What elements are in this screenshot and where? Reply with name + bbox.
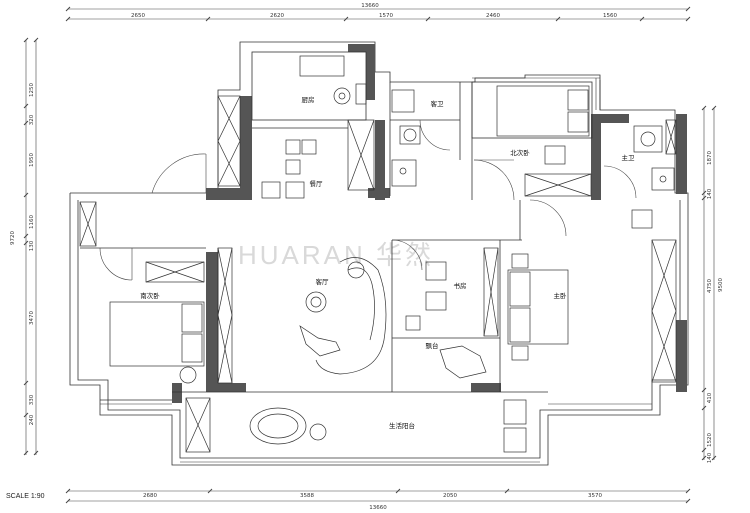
windows	[100, 77, 652, 463]
watermark: HUARAN 华然	[238, 240, 434, 270]
structural-walls	[172, 44, 687, 403]
dim-bottom-3: 2050	[443, 493, 457, 499]
dim-top-1: 2650	[131, 13, 145, 19]
dim-right-3: 4750	[707, 279, 713, 293]
dim-left-5: 130	[29, 240, 35, 251]
label-bay-window: 飘台	[426, 341, 439, 350]
dim-left-8: 240	[29, 414, 35, 425]
dim-top-4: 2460	[486, 13, 500, 19]
dim-right-1: 1870	[707, 151, 713, 165]
dimension-lines	[23, 6, 717, 504]
scale-label: SCALE 1:90	[6, 493, 45, 500]
dim-left-7: 330	[29, 394, 35, 405]
dim-top-2: 2620	[270, 13, 284, 19]
dim-right-4: 410	[707, 392, 713, 403]
dim-right-2: 140	[707, 188, 713, 199]
label-dining: 餐厅	[310, 179, 324, 188]
dim-left-6: 3470	[29, 311, 35, 325]
label-north-bedroom: 北次卧	[510, 148, 530, 157]
dim-left-3: 1950	[29, 153, 35, 167]
dim-top-5: 1560	[603, 13, 617, 19]
label-master-bedroom: 主卧	[554, 291, 568, 300]
dim-right-6: 140	[707, 452, 713, 463]
partitions	[80, 51, 601, 401]
cabinets	[79, 95, 677, 453]
dimension-texts: 13660 2650 2620 1570 2460 1560 2680 3588…	[10, 3, 724, 511]
dim-bottom-total: 13660	[369, 505, 387, 511]
dim-top-total: 13660	[361, 3, 379, 9]
label-study: 书房	[454, 281, 467, 290]
dim-left-4: 1160	[29, 215, 35, 229]
label-balcony: 生活阳台	[389, 421, 415, 430]
furniture	[109, 55, 675, 453]
dim-left-1: 1250	[29, 83, 35, 97]
doors	[99, 119, 637, 281]
label-master-bath: 主卫	[622, 153, 636, 162]
dim-top-3: 1570	[379, 13, 393, 19]
dim-left-total: 9720	[10, 231, 16, 245]
dim-right-5: 1520	[707, 433, 713, 447]
label-guest-bath: 客卫	[431, 99, 445, 108]
label-kitchen: 厨房	[302, 95, 315, 104]
dim-right-total: 9500	[718, 278, 724, 292]
label-living: 客厅	[316, 277, 330, 286]
label-south-bedroom: 南次卧	[140, 291, 160, 300]
dim-bottom-4: 3570	[588, 493, 602, 499]
dim-bottom-2: 3588	[300, 493, 314, 499]
room-labels: 厨房 客卫 北次卧 主卫 餐厅 客厅 书房 主卧 南次卧 飘台 生活阳台	[140, 95, 635, 430]
dim-bottom-1: 2680	[143, 493, 157, 499]
dim-left-2: 320	[29, 114, 35, 125]
